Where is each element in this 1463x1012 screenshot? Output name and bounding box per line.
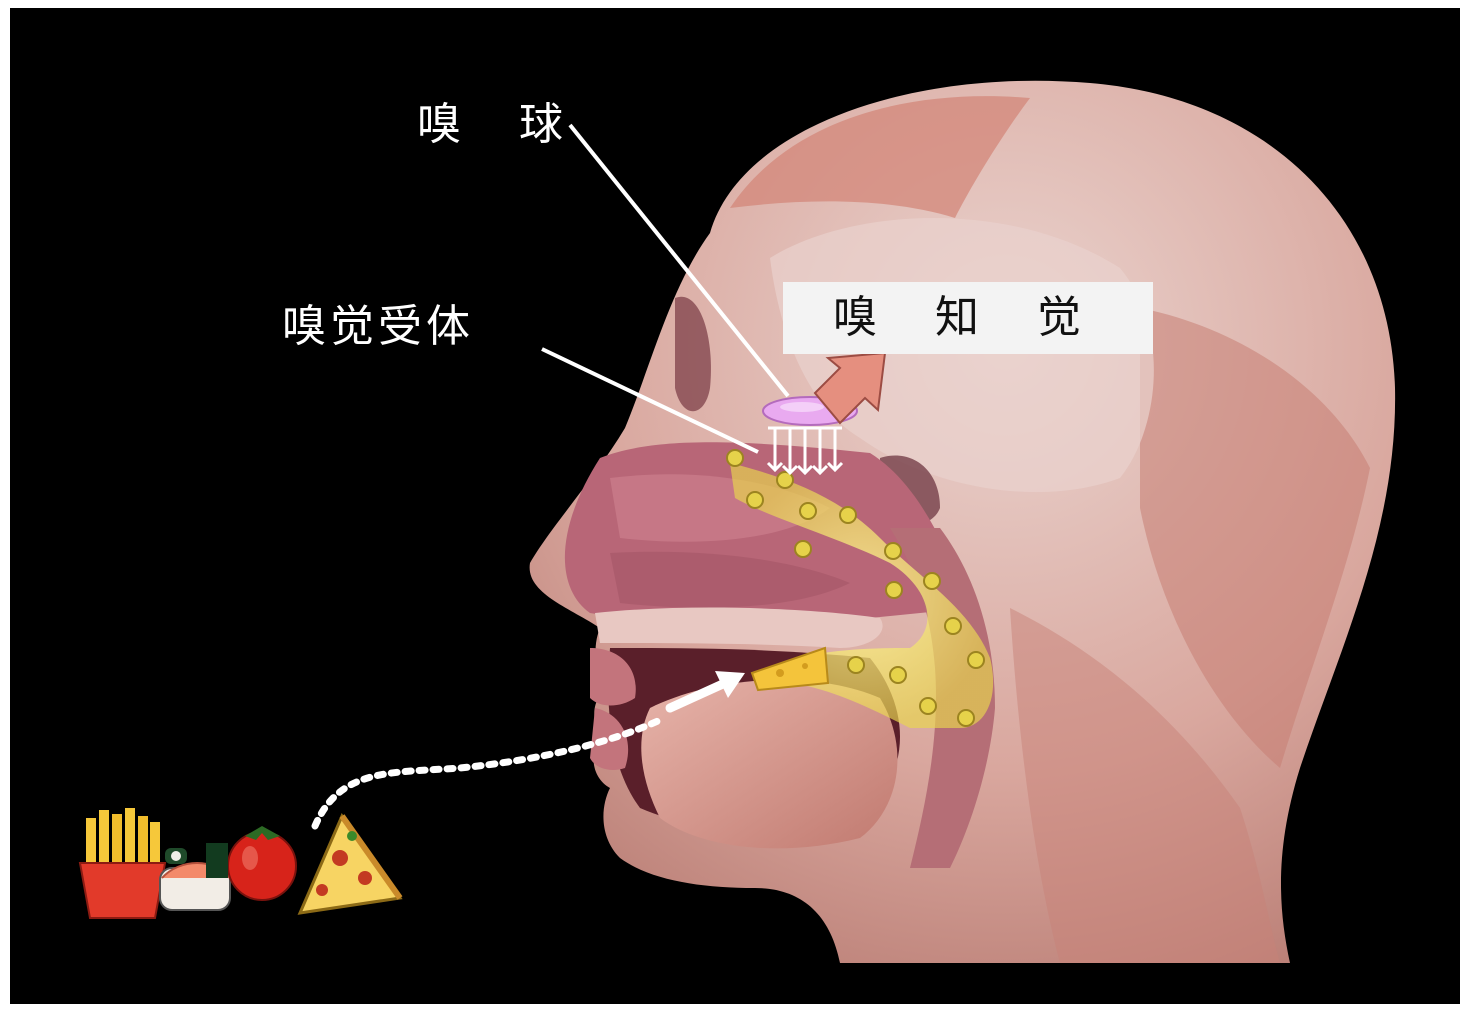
pizza-slice-icon	[300, 816, 400, 913]
odor-molecule	[920, 698, 936, 714]
olfactory-perception-box: 嗅 知 觉	[783, 282, 1153, 354]
odor-molecule	[848, 657, 864, 673]
odor-molecule	[885, 543, 901, 559]
head-cross-section-illustration	[10, 8, 1460, 1004]
odor-molecule	[958, 710, 974, 726]
olfactory-perception-label: 嗅 知 觉	[833, 296, 1103, 340]
odor-molecule	[886, 582, 902, 598]
diagram-frame: 嗅 球 嗅觉受体 嗅 知 觉	[10, 8, 1460, 1004]
odor-molecule	[840, 507, 856, 523]
olfactory-bulb-label: 嗅 球	[417, 103, 585, 147]
odor-molecule	[727, 450, 743, 466]
odor-molecule	[924, 573, 940, 589]
odor-molecule	[800, 503, 816, 519]
french-fries-icon	[80, 808, 165, 918]
odor-molecule	[968, 652, 984, 668]
odor-molecule	[795, 541, 811, 557]
odor-molecule	[890, 667, 906, 683]
hard-palate	[595, 608, 883, 648]
odor-molecule	[945, 618, 961, 634]
odor-molecule	[747, 492, 763, 508]
olfactory-receptor-label: 嗅觉受体	[282, 305, 474, 349]
